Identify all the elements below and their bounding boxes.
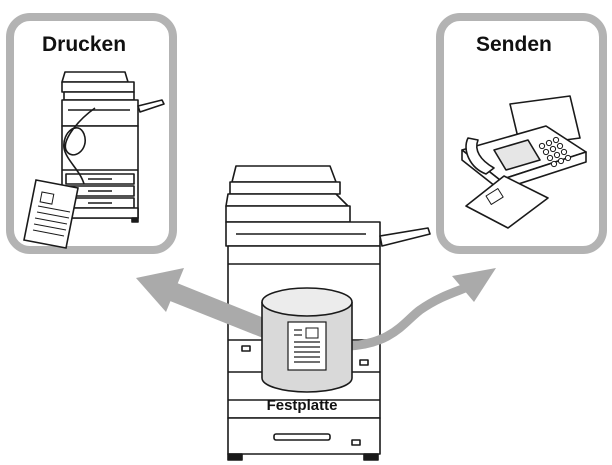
paper-loop-line [63,107,96,185]
hard-disk-label: Festplatte [266,397,338,414]
send-panel-title: Senden [476,33,552,56]
print-panel-title: Drucken [42,33,127,56]
send-arrow [343,268,496,351]
document-icon [23,179,79,249]
disk-document-icon [287,321,327,371]
print-arrow [136,268,274,340]
fax-icon [461,95,587,229]
fax-keypad-icon [538,136,572,168]
printer-icon [61,71,165,223]
